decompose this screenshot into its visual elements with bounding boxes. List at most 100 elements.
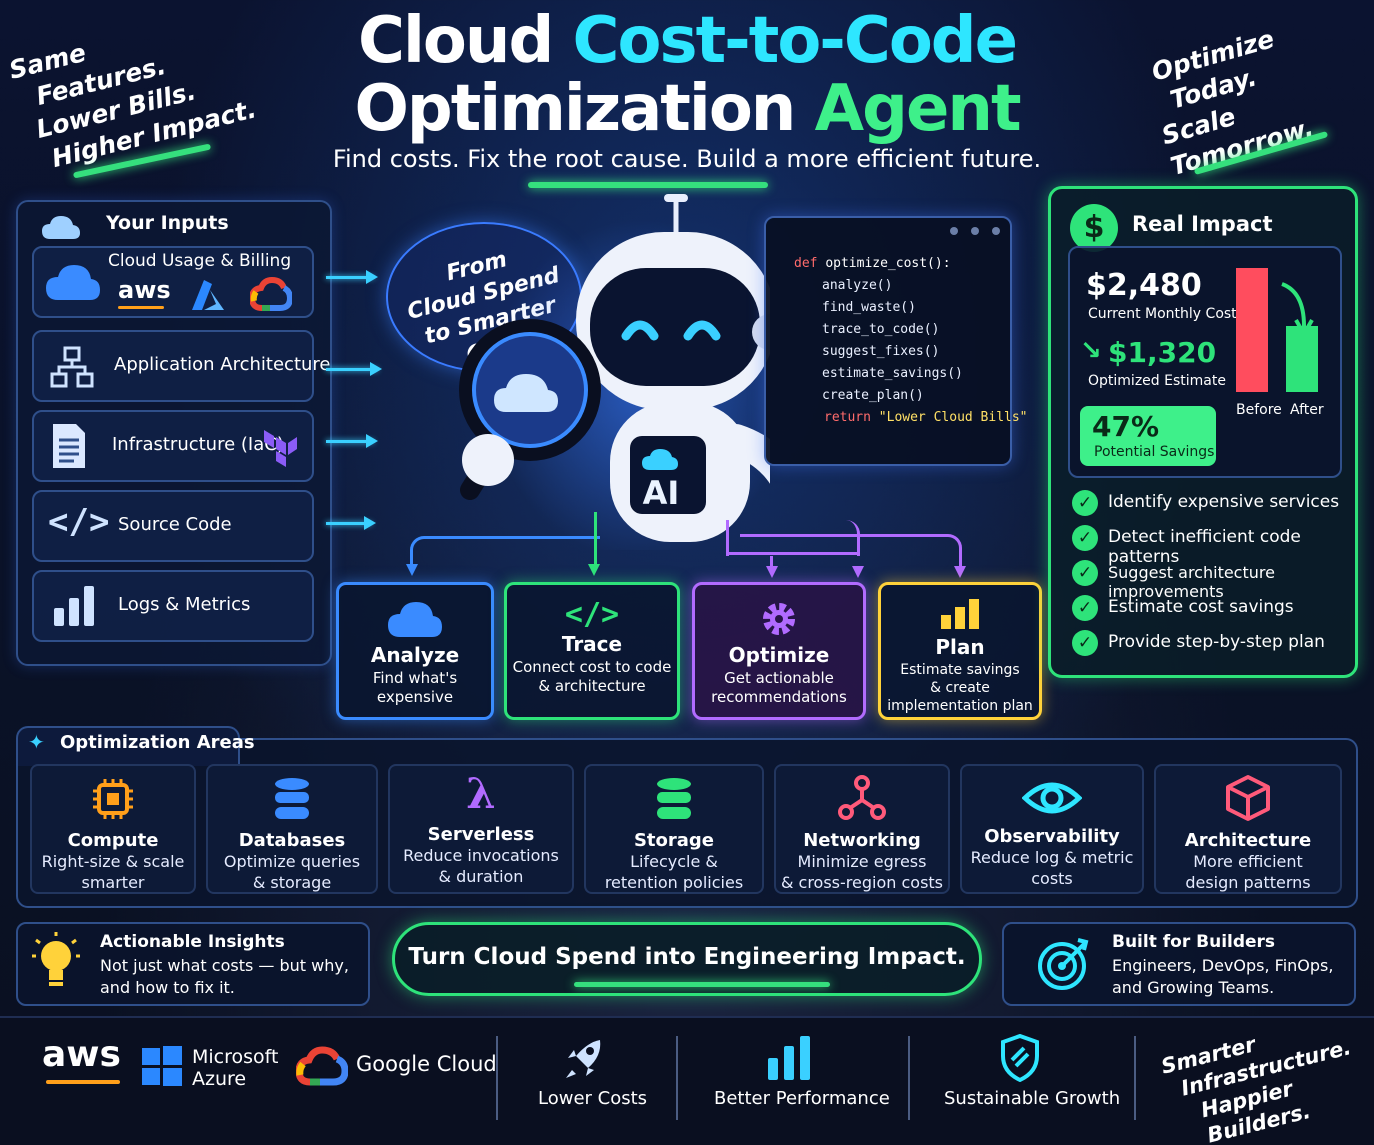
area-desc: Lifecycle & [630, 852, 718, 871]
flow-connector [410, 536, 600, 566]
azure-label-line: Azure [192, 1068, 247, 1090]
insights-desc: Not just what costs — but why, [100, 956, 349, 975]
optimized-cost-label: Optimized Estimate [1088, 373, 1226, 389]
bar-label-before: Before [1236, 402, 1282, 418]
input-source-code[interactable] [32, 490, 314, 562]
document-icon [53, 424, 85, 468]
title-line-1: Cloud Cost-to-Code [0, 6, 1374, 76]
impact-bar-before [1236, 268, 1268, 392]
subtitle-underline [528, 182, 768, 188]
arrow-down-icon [766, 566, 778, 578]
flow-arrow [326, 270, 378, 284]
flow-arrow [326, 516, 376, 530]
subtitle: Find costs. Fix the root cause. Build a … [332, 145, 1042, 173]
actionable-insights-box [16, 922, 370, 1006]
arrow-down-icon [954, 566, 966, 578]
builders-desc: Engineers, DevOps, FinOps, [1112, 956, 1334, 975]
area-desc: & storage [252, 873, 332, 892]
area-desc: Reduce log & metric [970, 848, 1134, 867]
terraform-logo-icon [264, 430, 297, 467]
cta-underline [574, 982, 830, 987]
step-plan[interactable]: Plan Estimate savings & create implement… [878, 582, 1042, 720]
step-optimize[interactable]: Optimize Get actionable recommendations [692, 582, 866, 720]
title-word-cloud: Cloud [358, 4, 554, 78]
arrow-down-icon [588, 564, 600, 576]
input-label: Source Code [118, 514, 232, 535]
step-desc: Get actionable [724, 669, 834, 687]
storage-icon [657, 778, 691, 819]
savings-value: 47% [1092, 410, 1160, 443]
arrow-down-right-icon: ↘ [1080, 336, 1102, 366]
bar-chart-icon [941, 599, 979, 629]
area-name: Networking [803, 830, 921, 851]
current-cost-label: Current Monthly Cost [1088, 306, 1237, 322]
title-word-cost-to-code: Cost-to-Code [572, 4, 1018, 78]
step-trace[interactable]: </> Trace Connect cost to code & archite… [504, 582, 680, 720]
area-desc: Reduce invocations [403, 846, 559, 865]
footer-divider [496, 1036, 498, 1120]
area-serverless[interactable]: λ Serverless Reduce invocations & durati… [388, 764, 574, 894]
code-line: estimate_savings() [822, 366, 963, 381]
window-dot-icon [950, 227, 959, 235]
savings-badge: 47% Potential Savings [1080, 406, 1216, 466]
area-networking[interactable]: Networking Minimize egress & cross-regio… [774, 764, 950, 894]
flow-arrow [326, 362, 382, 376]
area-desc: smarter [81, 873, 145, 892]
step-desc: implementation plan [887, 698, 1033, 714]
area-compute[interactable]: Compute Right-size & scale smarter [30, 764, 196, 894]
aws-logo: aws [42, 1034, 121, 1075]
code-line: suggest_fixes() [822, 344, 940, 359]
area-name: Observability [984, 826, 1120, 847]
area-name: Compute [67, 830, 159, 851]
input-label: Cloud Usage & Billing [108, 251, 292, 271]
ai-badge: AI [642, 474, 680, 512]
code-line: trace_to_code() [822, 322, 940, 337]
code-line: create_plan() [822, 388, 924, 403]
gear-icon [763, 603, 795, 635]
impact-check-item: Suggest architecture improvements [1108, 563, 1275, 601]
flow-connector [594, 512, 602, 566]
target-icon [1038, 938, 1089, 990]
step-title: Trace [561, 632, 623, 656]
eye-icon [1021, 782, 1083, 814]
check-icon: ✓ [1072, 525, 1098, 551]
impact-check-item: Estimate cost savings [1108, 597, 1294, 617]
database-icon [275, 778, 309, 819]
flow-connector [740, 534, 962, 568]
bar-label-after: After [1290, 402, 1324, 418]
title-word-agent: Agent [814, 72, 1022, 146]
benefit-lower-costs: Lower Costs [538, 1088, 648, 1109]
impact-check-item: Detect inefficient code patterns [1108, 527, 1301, 567]
builders-desc: and Growing Teams. [1112, 978, 1275, 997]
footer-bar [0, 1016, 1374, 1145]
step-title: Plan [935, 635, 985, 659]
code-line: find_waste() [822, 300, 916, 315]
step-desc: & create [930, 680, 990, 696]
lightbulb-icon [32, 932, 80, 986]
inputs-title: Your Inputs [106, 212, 229, 234]
footer-divider [1134, 1036, 1136, 1120]
arrow-down-icon [406, 564, 418, 576]
area-name: Databases [238, 830, 346, 851]
check-icon: ✓ [1072, 595, 1098, 621]
flow-connector [770, 556, 773, 568]
code-keyword: return [824, 410, 879, 425]
step-analyze[interactable]: Analyze Find what's expensive [336, 582, 494, 720]
check-icon: ✓ [1072, 490, 1098, 516]
area-storage[interactable]: Storage Lifecycle & retention policies [584, 764, 764, 894]
step-desc: & architecture [538, 677, 646, 695]
curved-arrow-icon [1281, 282, 1314, 339]
area-desc: More efficient [1193, 852, 1303, 871]
code-keyword: def [794, 256, 826, 271]
lambda-icon: λ [466, 769, 496, 818]
step-desc: Estimate savings [900, 662, 1020, 678]
google-cloud-logo-icon [250, 276, 292, 311]
rocket-icon [566, 1040, 601, 1078]
google-cloud-label: Google Cloud [356, 1052, 497, 1076]
bar-chart-icon [768, 1036, 810, 1080]
area-databases[interactable]: Databases Optimize queries & storage [206, 764, 378, 894]
area-name: Serverless [427, 824, 535, 845]
input-label: Logs & Metrics [118, 594, 251, 615]
area-observability[interactable]: Observability Reduce log & metric costs [960, 764, 1144, 894]
area-architecture[interactable]: Architecture More efficient design patte… [1154, 764, 1342, 894]
